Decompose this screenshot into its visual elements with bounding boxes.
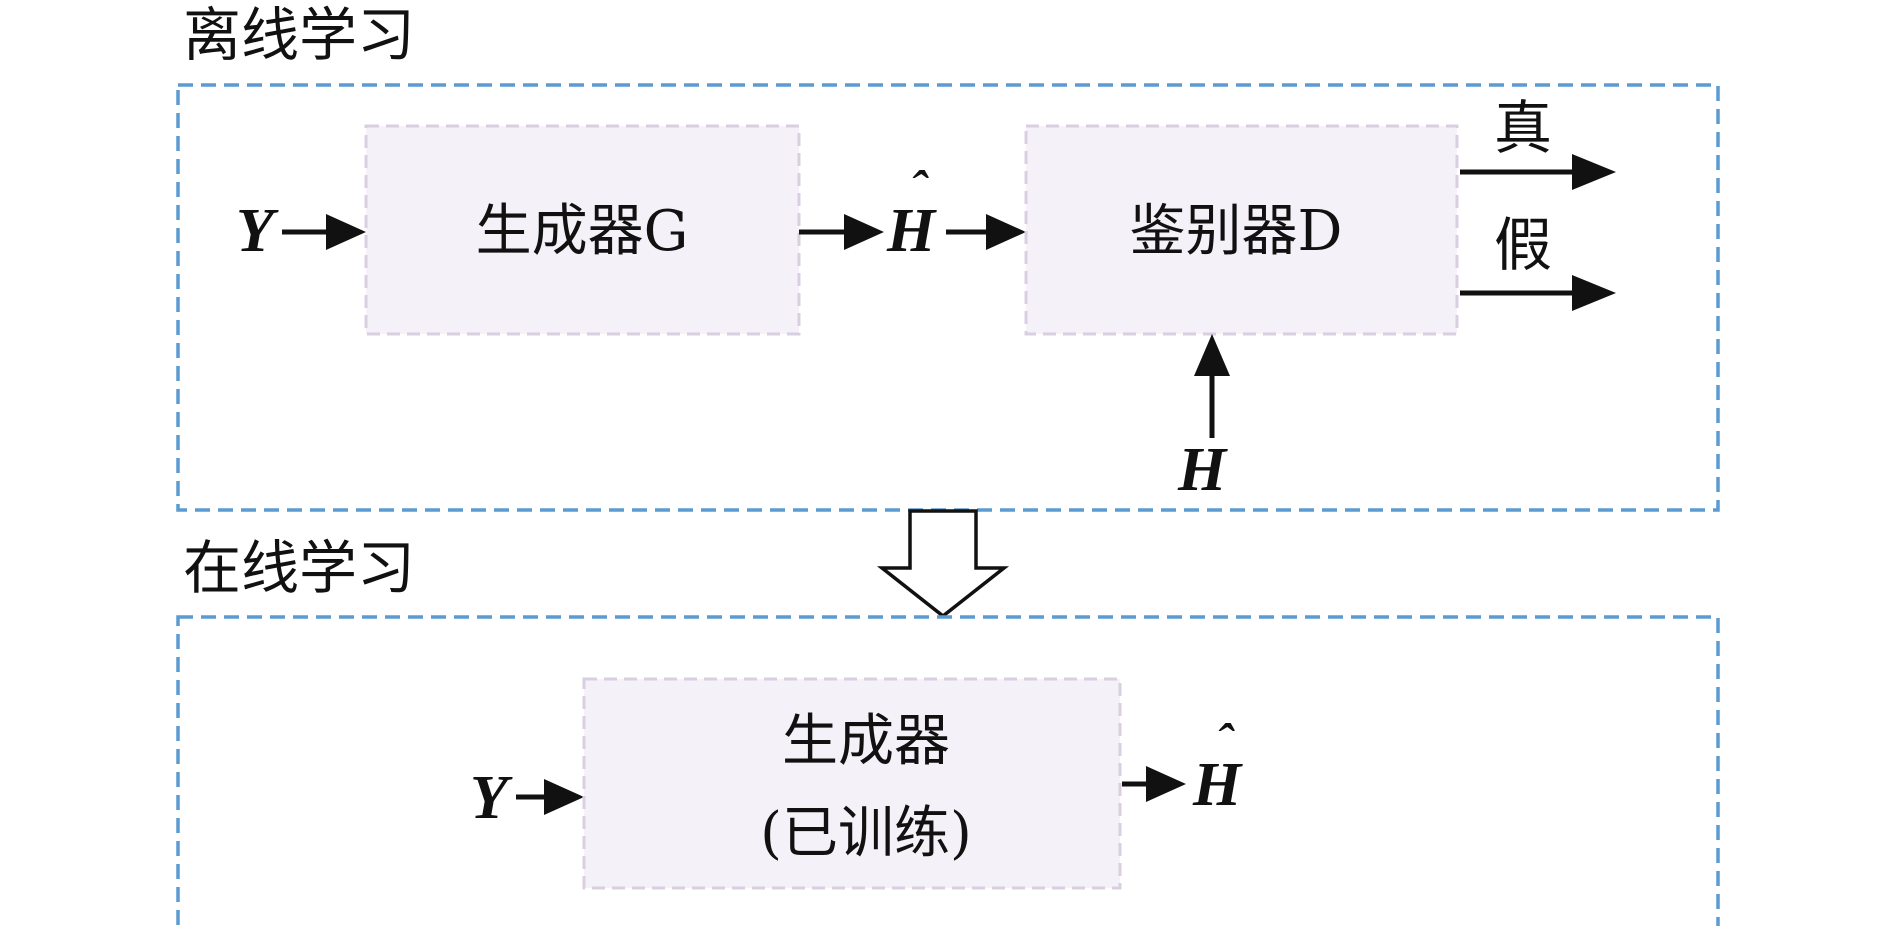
- online-section-frame: [176, 615, 1720, 926]
- online-output-h-hat: H: [1192, 751, 1243, 819]
- arrow-generator-to-hhat: [799, 214, 884, 250]
- offline-input-y: Y: [236, 197, 279, 265]
- generated-h-hat-accent: ˆ: [910, 160, 929, 216]
- generator-block: 生成器G: [364, 124, 801, 336]
- arrow-output-real: [1460, 154, 1616, 190]
- discriminator-block: 鉴别器D: [1024, 124, 1459, 336]
- offline-section-frame: [176, 83, 1720, 512]
- generator-label: 生成器G: [476, 199, 689, 264]
- real-h-input: H: [1177, 436, 1228, 504]
- online-section-title: 在线学习: [183, 534, 415, 602]
- hollow-down-arrow-icon: [876, 509, 1010, 619]
- generated-h-hat: H: [886, 197, 937, 265]
- arrow-h-to-discriminator: [1194, 334, 1230, 438]
- output-real-label: 真: [1494, 94, 1552, 162]
- output-fake-label: 假: [1494, 211, 1552, 279]
- arrow-y-to-trained-generator: [516, 779, 584, 815]
- arrow-y-to-generator: [282, 214, 366, 250]
- trained-generator-block: 生成器 (已训练): [582, 677, 1122, 890]
- discriminator-label: 鉴别器D: [1130, 199, 1343, 264]
- trained-generator-label-line2: (已训练): [760, 801, 972, 866]
- arrow-hhat-to-discriminator: [946, 214, 1026, 250]
- trained-generator-label-line1: 生成器: [782, 709, 950, 774]
- arrow-output-fake: [1460, 275, 1616, 311]
- offline-section-title: 离线学习: [183, 1, 415, 69]
- online-output-h-hat-accent: ˆ: [1216, 713, 1235, 769]
- online-input-y: Y: [470, 764, 513, 832]
- arrow-trained-generator-to-hhat: [1122, 766, 1186, 802]
